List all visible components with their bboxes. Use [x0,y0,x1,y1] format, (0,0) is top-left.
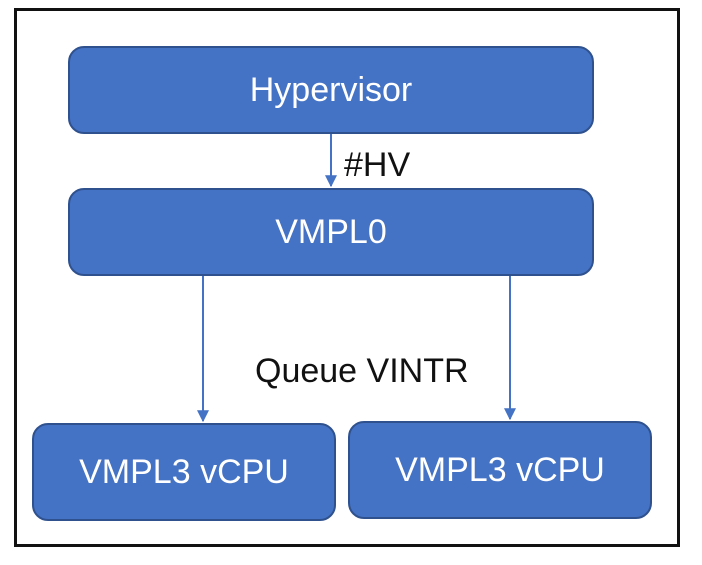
vmpl0-box: VMPL0 [68,188,594,276]
vmpl0-label: VMPL0 [275,212,387,251]
hypervisor-box: Hypervisor [68,46,594,134]
queue-vintr-label: Queue VINTR [255,352,469,390]
vcpu-left-box: VMPL3 vCPU [32,423,336,521]
vcpu-right-label: VMPL3 vCPU [395,450,605,489]
hypervisor-label: Hypervisor [249,70,413,109]
vcpu-right-box: VMPL3 vCPU [348,421,652,519]
hv-edge-label: #HV [344,146,411,184]
vcpu-left-label: VMPL3 vCPU [79,452,289,491]
